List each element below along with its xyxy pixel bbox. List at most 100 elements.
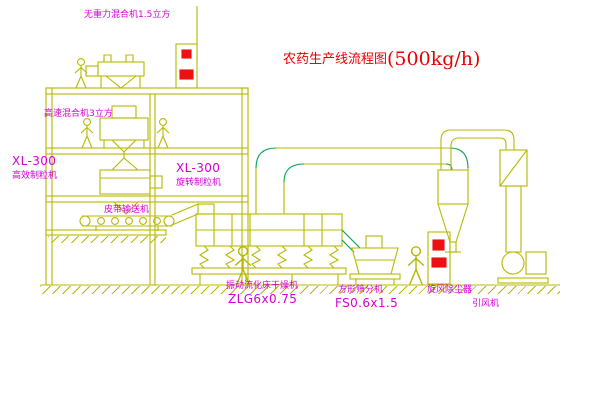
high-speed-mixer (99, 105, 149, 171)
feed-chute (171, 203, 199, 226)
cyclone-barrel (437, 169, 469, 205)
mezzanine-hatch (48, 236, 166, 243)
building-structure (40, 6, 560, 286)
label-fan: 引风机 (472, 299, 500, 309)
label-dryer-model: ZLG6x0.75 (228, 292, 298, 306)
cyclone-cone (437, 203, 469, 243)
worker-head (77, 58, 85, 66)
granulator-motor (149, 175, 163, 189)
dryer-divisions (213, 214, 323, 246)
floor-beam-mid (45, 147, 249, 155)
cabinet1-body (175, 43, 198, 89)
ground-hatch (40, 286, 560, 294)
cabinet1-lamp (181, 49, 192, 59)
mixer-body (97, 61, 145, 77)
belt-roller (111, 217, 119, 225)
label-dryer-name: 振动流化床干燥机 (226, 281, 299, 291)
stack-cap-brace (499, 149, 528, 187)
dryer-inlet (197, 203, 215, 215)
hs-legs (103, 140, 145, 148)
cabinet2-display (431, 257, 447, 268)
label-high-speed-mixer: 高速混合机3立方 (44, 109, 113, 119)
worker-figure (80, 118, 94, 149)
belt-roller (97, 217, 105, 225)
worker-body (74, 65, 88, 89)
sifter-body (351, 247, 399, 275)
worker-figure (407, 246, 425, 286)
stack-pipe (505, 185, 522, 253)
duct-riser (255, 168, 285, 214)
label-sifter-model: FS0.6x1.5 (335, 296, 399, 310)
gravity-mixer (85, 54, 145, 89)
cyclone-dipleg (449, 241, 457, 253)
hs-cone (111, 139, 137, 153)
worker-body (234, 255, 252, 286)
cyclone-outlet-pipe (440, 129, 515, 170)
cabinet2-body (427, 231, 451, 285)
hs-body (99, 117, 149, 141)
label-granulator-left-model: XL-300 (12, 154, 57, 168)
belt-conveyor (79, 203, 199, 231)
sifter-motor (365, 235, 383, 249)
column-mid (149, 93, 156, 286)
hs-motor (111, 105, 137, 119)
sifter-base (349, 273, 401, 280)
fan-base (497, 277, 549, 284)
sifter-legs (355, 279, 395, 285)
floor-beam-low (45, 195, 249, 203)
fan-volute (501, 251, 525, 275)
title-capacity: (500kg/h) (387, 48, 481, 70)
worker-body (407, 255, 425, 286)
duct-elbow-right (445, 147, 469, 171)
mixer-legs (100, 76, 141, 88)
worker-head (410, 246, 422, 257)
cabinet1-display (179, 69, 194, 80)
worker-figure (74, 58, 88, 89)
fan-motor (525, 251, 547, 275)
dryer-base (191, 267, 347, 275)
label-belt-conveyor: 皮带输送机 (104, 205, 150, 215)
label-cyclone: 旋风除尘器 (427, 285, 473, 295)
worker-head (159, 118, 167, 126)
label-granulator-center-name: 旋转制粒机 (176, 178, 222, 188)
exhaust-duct (255, 147, 469, 214)
rotary-granulator (99, 169, 163, 215)
mixer-hopper (105, 75, 137, 89)
duct-elbow-left (255, 147, 305, 183)
worker-body (156, 125, 170, 149)
induced-draft-fan (497, 251, 549, 284)
fluid-bed-dryer (191, 203, 347, 285)
mezzanine-floor (45, 229, 167, 236)
belt-roller (153, 217, 161, 225)
belt-legs (95, 226, 159, 231)
control-cabinet-2 (427, 231, 451, 285)
exhaust-stack (499, 149, 528, 253)
granulator-discharge (113, 201, 139, 215)
diagram-title: 农药生产线流程图(500kg/h) (283, 48, 480, 70)
label-granulator-left-name: 高效制粒机 (12, 171, 58, 181)
belt-pulley (163, 215, 175, 227)
mixer-nozzles (103, 54, 134, 62)
square-sifter (341, 229, 401, 285)
mixer-motor (85, 65, 99, 77)
worker-figure (234, 246, 252, 286)
belt-roller (125, 217, 133, 225)
control-cabinet-1 (175, 43, 198, 89)
label-sifter-name: 方形筛分机 (338, 285, 384, 295)
label-granulator-center-model: XL-300 (176, 161, 221, 175)
granulator-body (99, 169, 151, 195)
cyclone-dust-collector (437, 129, 515, 253)
floor-beam-top (45, 87, 249, 95)
worker-head (237, 246, 249, 257)
title-text: 农药生产线流程图 (283, 52, 388, 67)
y-chute (111, 152, 139, 171)
label-gravity-mixer: 无重力混合机1.5立方 (84, 10, 171, 20)
sifter-chute (341, 229, 361, 253)
cabinet2-lamp (432, 239, 445, 251)
belt-pulley (79, 215, 91, 227)
dryer-springs (198, 245, 340, 269)
belt-roller (139, 217, 147, 225)
dryer-legs (199, 274, 339, 285)
